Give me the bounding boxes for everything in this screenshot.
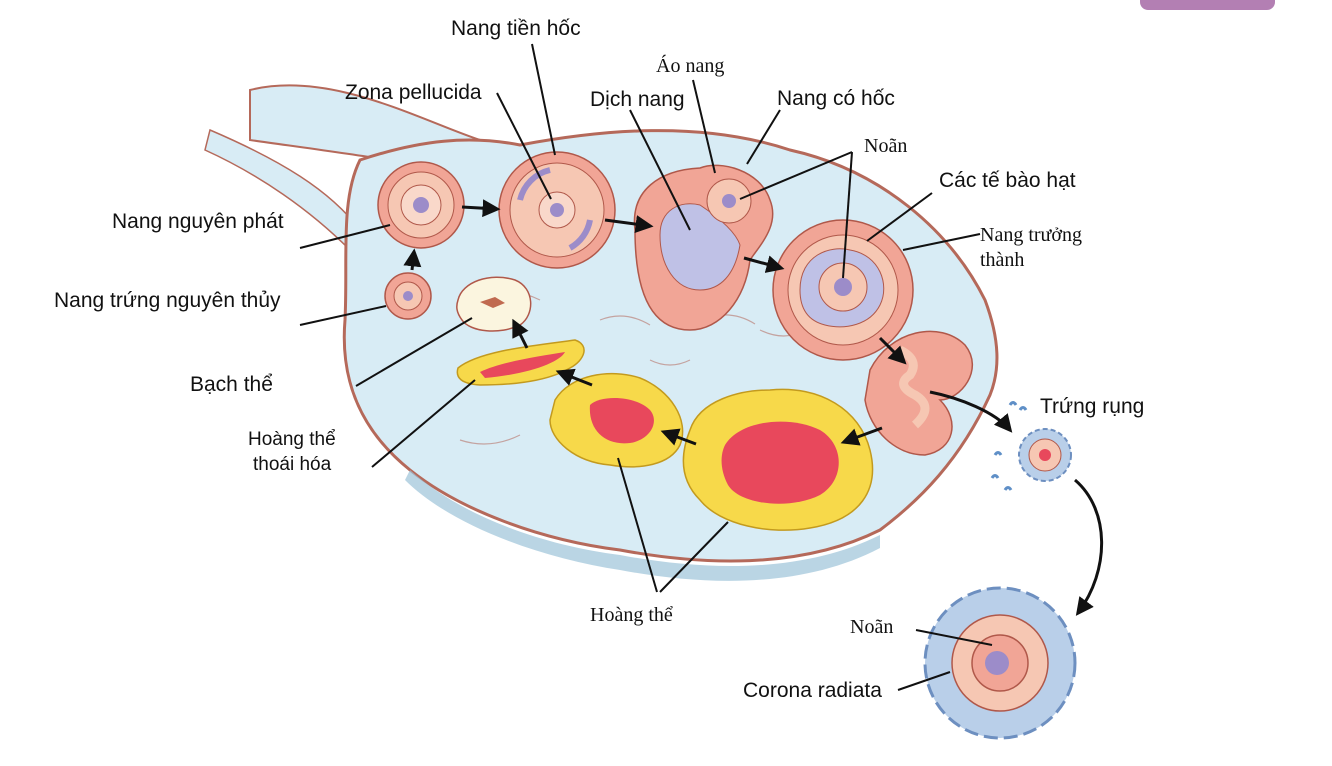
label-noan-top: Noãn (864, 135, 907, 157)
preantral-follicle (498, 151, 616, 269)
ovary-lower-shadow (405, 470, 880, 581)
label-hoang-the-thoai-hoa-1: Hoàng thể (248, 429, 336, 450)
corner-tab (1140, 0, 1275, 10)
label-dich-nang: Dịch nang (590, 88, 685, 111)
corpus-luteum-medium (549, 372, 684, 468)
label-cac-te-bao-hat: Các tế bào hạt (939, 169, 1076, 192)
arrow-degenerating-to-albicans (512, 318, 529, 349)
arrow-antral-to-mature (743, 255, 785, 273)
ovulated-oocyte (990, 401, 1072, 491)
primordial-follicle (384, 272, 432, 320)
arrow-mature-to-ruptured (878, 336, 907, 365)
label-trung-rung: Trứng rụng (1040, 395, 1144, 418)
arrow-ruptured-to-cl (840, 426, 883, 446)
arrow-primordial-to-primary (403, 248, 422, 271)
label-zona-pellucida: Zona pellucida (345, 81, 482, 104)
corpus-luteum-degenerating (456, 339, 585, 386)
label-hoang-the: Hoàng thể (590, 604, 673, 626)
label-nang-co-hoc: Nang có hốc (777, 87, 895, 110)
primary-follicle (377, 161, 465, 249)
arrow-medium-to-degenerating (555, 368, 593, 387)
flow-arrows (403, 199, 1104, 616)
label-nang-trung-nguyen-thuy: Nang trứng nguyên thủy (54, 289, 281, 312)
arrow-preantral-to-antral (604, 215, 654, 234)
arrow-to-enlarged-ovum (1074, 478, 1104, 616)
corpus-luteum-large (682, 388, 874, 531)
mature-follicle (772, 219, 914, 361)
arrow-primary-to-preantral (461, 199, 501, 218)
label-corona-radiata: Corona radiata (743, 679, 882, 702)
leader-lines (299, 43, 993, 691)
label-nang-tien-hoc: Nang tiền hốc (451, 17, 581, 40)
label-nang-nguyen-phat: Nang nguyên phát (112, 210, 284, 233)
label-nang-truong-thanh-1: Nang trưởng (980, 224, 1082, 246)
arrow-cl-to-medium (660, 428, 697, 446)
text-labels: Nang tiền hốc Áo nang Zona pellucida Dịc… (54, 17, 1144, 702)
ovum-enlarged (923, 586, 1077, 740)
label-hoang-the-thoai-hoa-2: thoái hóa (253, 454, 332, 475)
antral-follicle (633, 164, 774, 331)
arrow-ovulation (929, 390, 1013, 433)
label-noan-bottom: Noãn (850, 616, 893, 638)
corpus-albicans (456, 276, 532, 332)
label-bach-the: Bạch thể (190, 373, 273, 396)
label-ao-nang: Áo nang (656, 54, 724, 77)
label-nang-truong-thanh-2: thành (980, 249, 1024, 271)
